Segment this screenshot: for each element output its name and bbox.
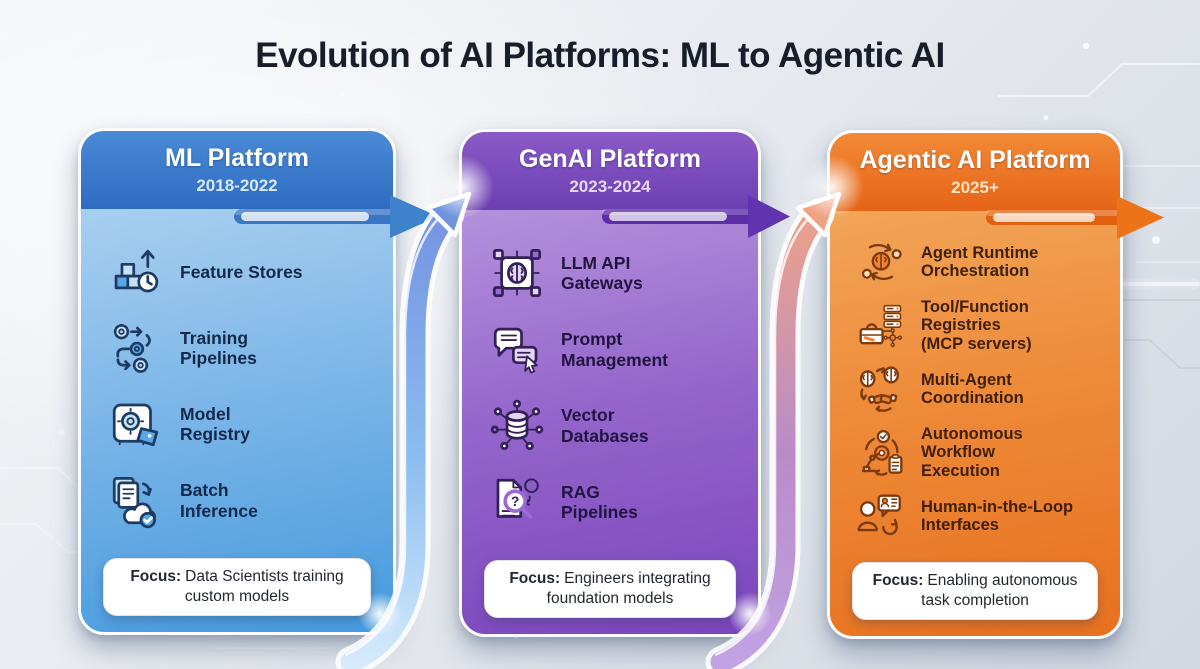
card-title: Agentic AI Platform	[859, 146, 1091, 174]
batch-inference-icon	[107, 472, 165, 530]
flow-arrow-genai-to-agentic-icon	[705, 150, 865, 669]
ml-platform-header: ML Platform 2018-2022	[81, 131, 393, 209]
feature-row: Training Pipelines	[103, 319, 375, 377]
feature-row: Tool/Function Registries (MCP servers)	[852, 298, 1102, 354]
card-years: 2023-2024	[569, 177, 651, 196]
genai-platform-card: GenAI Platform 2023-2024 LLM API	[459, 129, 761, 637]
feature-label: LLM API Gateways	[561, 252, 643, 294]
feature-label: Human-in-the-Loop Interfaces	[921, 497, 1074, 535]
feature-row: Autonomous Workflow Execution	[852, 425, 1102, 481]
focus-box: Focus:Enabling autonomous task completio…	[852, 561, 1098, 620]
training-pipelines-icon	[107, 319, 165, 377]
feature-row: Agent Runtime Orchestration	[852, 237, 1102, 287]
focus-box: Focus:Data Scientists training custom mo…	[103, 557, 371, 616]
genai-platform-header: GenAI Platform 2023-2024	[462, 132, 758, 210]
agentic-ai-platform-header: Agentic AI Platform 2025+	[830, 133, 1120, 211]
page-title: Evolution of AI Platforms: ML to Agentic…	[255, 36, 945, 75]
feature-label: Feature Stores	[180, 261, 303, 282]
feature-label: Multi-Agent Coordination	[921, 370, 1024, 408]
feature-row: Human-in-the-Loop Interfaces	[852, 491, 1102, 541]
ml-platform-card: ML Platform 2018-2022 Feature Stores	[78, 128, 396, 635]
feature-label: Model Registry	[180, 403, 251, 445]
focus-text: Data Scientists training custom models	[184, 567, 344, 605]
focus-text: Enabling autonomous task completion	[921, 571, 1078, 609]
feature-row: Model Registry	[103, 395, 375, 453]
focus-label: Focus:	[509, 569, 561, 587]
autonomous-workflow-execution-icon	[856, 428, 906, 478]
vector-databases-icon	[488, 397, 546, 455]
feature-label: Prompt Management	[561, 329, 668, 370]
feature-label: Batch Inference	[180, 479, 258, 521]
multi-agent-coordination-icon	[856, 364, 906, 414]
agent-runtime-orchestration-icon	[856, 237, 906, 287]
card-title: GenAI Platform	[519, 145, 701, 173]
tool-function-registries-icon	[856, 301, 906, 351]
feature-row: Multi-Agent Coordination	[852, 364, 1102, 414]
ml-header-arrow-icon	[234, 194, 438, 238]
feature-label: Tool/Function Registries (MCP servers)	[921, 297, 1032, 354]
focus-box: Focus:Engineers integrating foundation m…	[484, 559, 736, 618]
focus-text: Engineers integrating foundation models	[546, 569, 711, 607]
prompt-management-icon	[488, 321, 546, 379]
feature-stores-icon	[107, 243, 165, 301]
genai-header-arrow-icon	[602, 194, 790, 238]
feature-row: LLM API Gateways	[484, 244, 740, 302]
focus-label: Focus:	[130, 567, 182, 585]
model-registry-icon	[107, 395, 165, 453]
feature-row: ? RAG Pipelines	[484, 473, 740, 531]
card-title: ML Platform	[165, 144, 309, 172]
feature-row: Vector Databases	[484, 397, 740, 455]
feature-row: Feature Stores	[103, 243, 375, 301]
focus-label: Focus:	[872, 571, 924, 589]
card-years: 2025+	[951, 178, 999, 197]
llm-api-gateways-icon	[488, 244, 546, 302]
card-years: 2018-2022	[196, 176, 278, 195]
agentic-header-arrow-icon	[986, 195, 1164, 239]
feature-label: RAG Pipelines	[561, 481, 638, 523]
feature-label: Agent Runtime Orchestration	[921, 243, 1039, 281]
flow-arrow-ml-to-genai-icon	[335, 150, 495, 669]
feature-label: Vector Databases	[561, 405, 649, 447]
feature-row: Prompt Management	[484, 321, 740, 379]
feature-row: Batch Inference	[103, 472, 375, 530]
feature-label: Autonomous Workflow Execution	[921, 424, 1023, 481]
feature-label: Training Pipelines	[180, 327, 257, 369]
svg-text:?: ?	[511, 494, 519, 509]
human-in-the-loop-icon	[856, 491, 906, 541]
genai-platform-body: LLM API Gateways Prompt Management	[462, 210, 758, 634]
agentic-ai-platform-card: Agentic AI Platform 2025+ Agent Runtime …	[827, 130, 1123, 639]
rag-pipelines-icon: ?	[488, 473, 546, 531]
agentic-ai-platform-body: Agent Runtime Orchestration	[830, 211, 1120, 636]
ml-platform-body: Feature Stores Training Pipelines	[81, 209, 393, 632]
